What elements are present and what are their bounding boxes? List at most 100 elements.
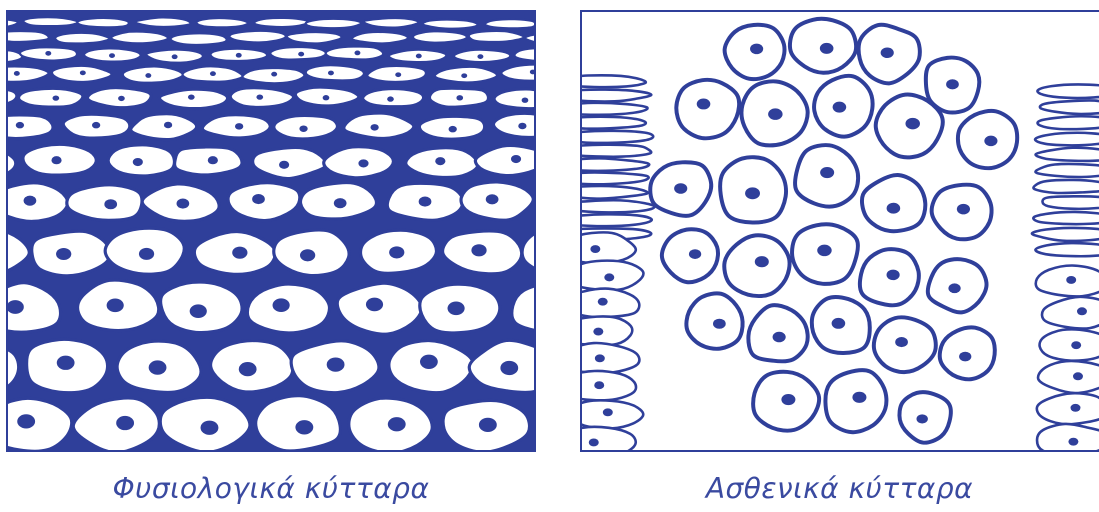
- normal-cell: [494, 89, 534, 109]
- cell-nucleus: [604, 273, 614, 281]
- cell-nucleus: [177, 198, 190, 208]
- cell-nucleus: [448, 301, 465, 315]
- cell-nucleus: [56, 248, 71, 260]
- cell-nucleus: [300, 249, 315, 261]
- cell-nucleus: [416, 54, 422, 59]
- edge-cell: [1035, 243, 1099, 256]
- edge-cell: [582, 103, 648, 115]
- edge-cell: [582, 117, 646, 129]
- cell-nucleus: [327, 357, 345, 371]
- normal-cell: [171, 33, 227, 45]
- cell-nucleus: [164, 122, 172, 129]
- cell-nucleus: [104, 199, 117, 209]
- cell-nucleus: [57, 356, 75, 370]
- cell-nucleus: [1071, 404, 1081, 412]
- cell-nucleus: [1071, 341, 1081, 349]
- cell-nucleus: [256, 94, 263, 99]
- cell-nucleus: [133, 158, 143, 166]
- edge-cell: [582, 172, 649, 184]
- edge-cell: [582, 145, 651, 157]
- cell-nucleus: [370, 124, 378, 131]
- cell-nucleus: [598, 298, 608, 306]
- edge-cell: [582, 214, 652, 226]
- cell-nucleus: [817, 245, 831, 256]
- cell-nucleus: [354, 51, 360, 56]
- cell-nucleus: [603, 408, 613, 416]
- cell-nucleus: [887, 270, 900, 281]
- cell-nucleus: [235, 123, 243, 130]
- cell-nucleus: [689, 249, 701, 259]
- cell-nucleus: [420, 355, 438, 369]
- normal-cell: [23, 17, 78, 26]
- cell-nucleus: [323, 95, 330, 100]
- cell-nucleus: [820, 43, 834, 54]
- cell-nucleus: [471, 244, 486, 256]
- diseased-cells-illustration: [580, 10, 1099, 452]
- cell-nucleus: [948, 283, 960, 293]
- cell-nucleus: [435, 157, 445, 165]
- edge-cell: [1040, 329, 1099, 360]
- diseased-cells-caption: Ασθενικά κύτταρα: [580, 472, 1099, 505]
- cell-nucleus: [946, 79, 959, 89]
- cell-nucleus: [1068, 438, 1078, 446]
- normal-cells-drawing: [8, 12, 534, 450]
- edge-cell: [1037, 424, 1099, 450]
- cell-nucleus: [208, 156, 218, 164]
- normal-cell: [8, 31, 49, 42]
- cell-nucleus: [713, 319, 726, 329]
- cell-nucleus: [1073, 372, 1083, 380]
- cell-nucleus: [279, 161, 289, 169]
- normal-cell: [77, 18, 129, 27]
- edge-cell: [1042, 196, 1099, 209]
- cell-nucleus: [419, 197, 432, 207]
- normal-cell: [196, 18, 248, 27]
- cell-nucleus: [92, 122, 100, 129]
- cell-nucleus: [109, 53, 115, 58]
- cell-nucleus: [389, 246, 404, 258]
- cell-nucleus: [697, 99, 711, 110]
- normal-cell: [306, 65, 364, 80]
- cell-nucleus: [449, 126, 457, 133]
- cell-nucleus: [594, 381, 604, 389]
- cell-nucleus: [768, 108, 782, 119]
- cell-nucleus: [456, 95, 463, 100]
- normal-cell: [469, 31, 524, 42]
- edge-cell: [1037, 84, 1099, 98]
- cell-nucleus: [832, 318, 846, 329]
- cell-nucleus: [957, 204, 970, 215]
- cell-nucleus: [781, 394, 795, 405]
- cell-nucleus: [107, 298, 124, 312]
- cell-nucleus: [820, 167, 834, 178]
- normal-cell: [485, 19, 534, 28]
- edge-cell: [1033, 212, 1099, 224]
- cell-nucleus: [45, 51, 51, 56]
- cell-nucleus: [188, 94, 195, 99]
- cell-nucleus: [589, 439, 599, 447]
- cell-nucleus: [201, 421, 219, 435]
- cell-nucleus: [773, 332, 786, 343]
- cell-nucleus: [190, 304, 207, 318]
- cell-nucleus: [511, 155, 521, 163]
- cell-nucleus: [590, 245, 600, 253]
- edge-cell: [582, 131, 653, 143]
- cell-nucleus: [118, 96, 125, 101]
- cell-nucleus: [479, 418, 497, 432]
- cell-nucleus: [236, 53, 242, 58]
- normal-cell: [270, 47, 326, 60]
- cell-nucleus: [149, 360, 167, 374]
- cell-nucleus: [334, 198, 347, 208]
- edge-cell: [582, 317, 632, 346]
- cell-nucleus: [17, 414, 35, 428]
- cell-nucleus: [750, 44, 763, 55]
- cell-nucleus: [486, 194, 499, 204]
- cell-nucleus: [852, 392, 866, 403]
- cell-nucleus: [298, 52, 304, 57]
- cell-nucleus: [887, 203, 901, 214]
- cell-nucleus: [139, 248, 154, 260]
- normal-cell: [55, 33, 109, 44]
- normal-cell: [352, 32, 408, 44]
- normal-cell: [324, 147, 394, 178]
- abnormal-cell: [676, 80, 739, 138]
- cell-nucleus: [273, 298, 290, 312]
- cell-nucleus: [881, 47, 894, 58]
